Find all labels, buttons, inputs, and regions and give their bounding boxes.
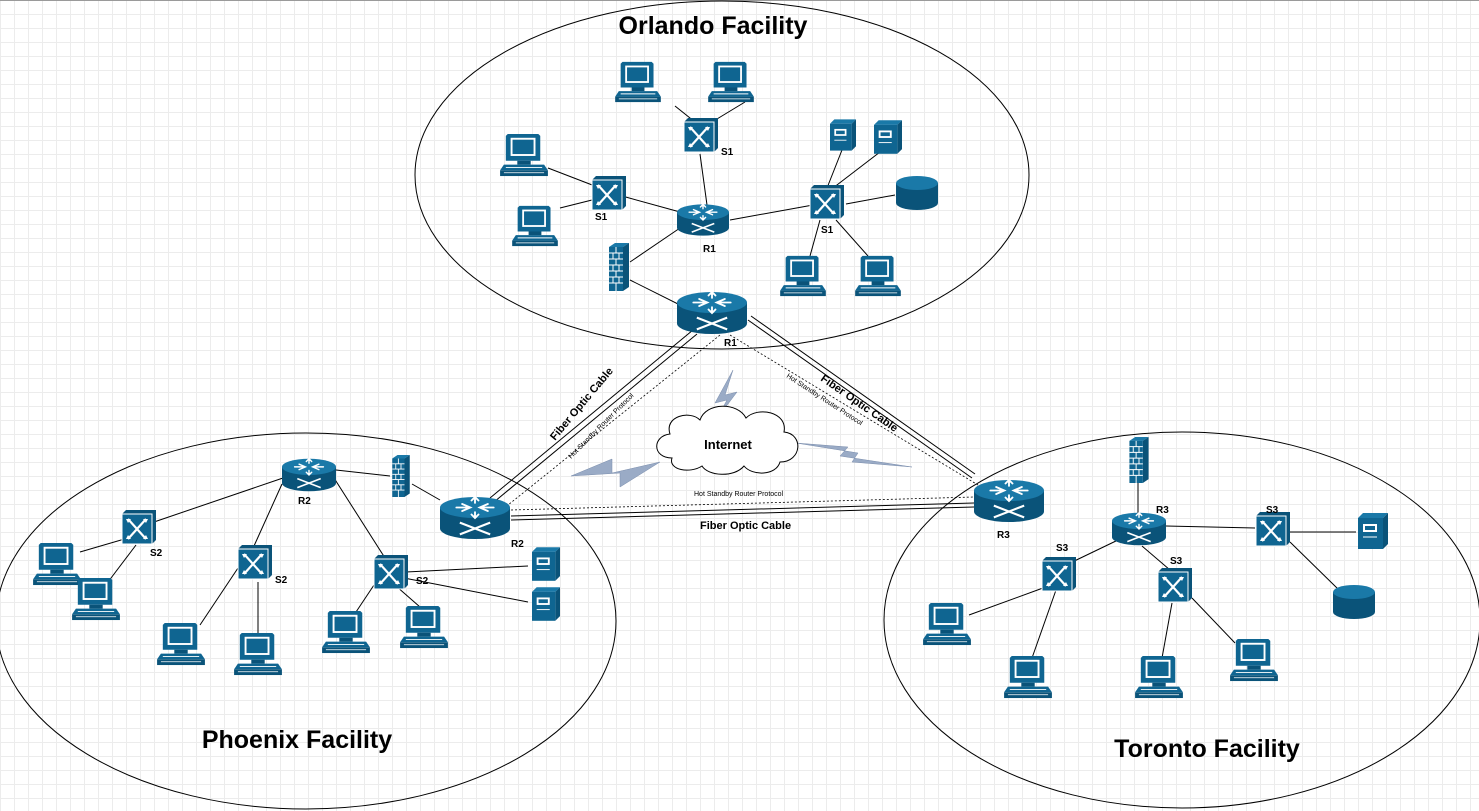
- switch-label: S1: [721, 147, 734, 158]
- router-label: R3: [1156, 505, 1169, 516]
- workstation-icon: [779, 255, 827, 297]
- router-icon: [438, 495, 512, 541]
- workstation-icon: [32, 542, 82, 586]
- firewall-icon: [608, 242, 630, 292]
- orlando-title: Orlando Facility: [619, 12, 808, 40]
- router-label: R3: [997, 530, 1010, 541]
- workstation-icon: [614, 61, 662, 103]
- toronto-title: Toronto Facility: [1114, 735, 1300, 763]
- switch-icon: [1040, 555, 1078, 593]
- switch-label: S3: [1266, 505, 1279, 516]
- database-icon: [896, 176, 938, 210]
- router-label: R1: [703, 244, 716, 255]
- fiber-label-phoenix-toronto: Fiber Optic Cable: [700, 520, 791, 532]
- router-icon: [972, 478, 1046, 524]
- database-icon: [1333, 585, 1375, 619]
- top-border: [0, 0, 1479, 1]
- toronto-boundary: [883, 431, 1479, 809]
- switch-icon: [120, 508, 158, 546]
- orlando-boundary: [414, 0, 1030, 350]
- server-icon: [829, 118, 857, 152]
- switch-icon: [590, 174, 628, 212]
- firewall-icon: [391, 454, 411, 498]
- switch-icon: [1254, 510, 1292, 548]
- router-icon: [675, 290, 749, 336]
- lan-links: [79, 101, 1356, 659]
- server-icon: [1357, 512, 1389, 550]
- switch-label: S2: [275, 575, 288, 586]
- workstation-icon: [499, 133, 549, 177]
- server-icon: [531, 586, 561, 622]
- server-icon: [873, 119, 903, 155]
- workstation-icon: [156, 622, 206, 666]
- lightning-icon: [570, 458, 661, 488]
- workstation-icon: [399, 605, 449, 649]
- workstation-icon: [321, 610, 371, 654]
- fiber-label-orlando-phoenix: Fiber Optic Cable: [548, 365, 616, 442]
- switch-label: S1: [595, 212, 608, 223]
- switch-label: S2: [150, 548, 163, 559]
- switch-label: S1: [821, 225, 834, 236]
- internet-cloud: [656, 405, 799, 475]
- router-icon: [281, 457, 337, 493]
- workstation-icon: [71, 577, 121, 621]
- switch-icon: [808, 183, 846, 221]
- switch-icon: [1156, 566, 1194, 604]
- workstation-icon: [233, 632, 283, 676]
- phoenix-title: Phoenix Facility: [202, 726, 392, 754]
- fiber-links: [489, 315, 976, 521]
- switch-icon: [682, 116, 720, 154]
- workstation-icon: [922, 602, 972, 646]
- workstation-icon: [854, 255, 902, 297]
- switch-label: S3: [1056, 543, 1069, 554]
- firewall-icon: [1128, 436, 1150, 484]
- internet-label: Internet: [704, 437, 752, 452]
- workstation-icon: [1003, 655, 1053, 699]
- workstation-icon: [511, 205, 559, 247]
- switch-icon: [372, 553, 410, 591]
- hsrp-label-phoenix-toronto: Hot Standby Router Protocol: [694, 491, 784, 498]
- server-icon: [531, 546, 561, 582]
- switch-label: S2: [416, 576, 429, 587]
- router-label: R2: [511, 539, 524, 550]
- workstation-icon: [707, 61, 755, 103]
- lightning-icon: [795, 442, 913, 468]
- router-label: R1: [724, 338, 737, 349]
- workstation-icon: [1229, 638, 1279, 682]
- workstation-icon: [1134, 655, 1184, 699]
- switch-label: S3: [1170, 556, 1183, 567]
- switch-icon: [236, 543, 274, 581]
- phoenix-boundary: [0, 432, 617, 810]
- router-icon: [1111, 511, 1167, 547]
- router-label: R2: [298, 496, 311, 507]
- router-icon: [676, 203, 730, 237]
- hsrp-links: [507, 334, 979, 511]
